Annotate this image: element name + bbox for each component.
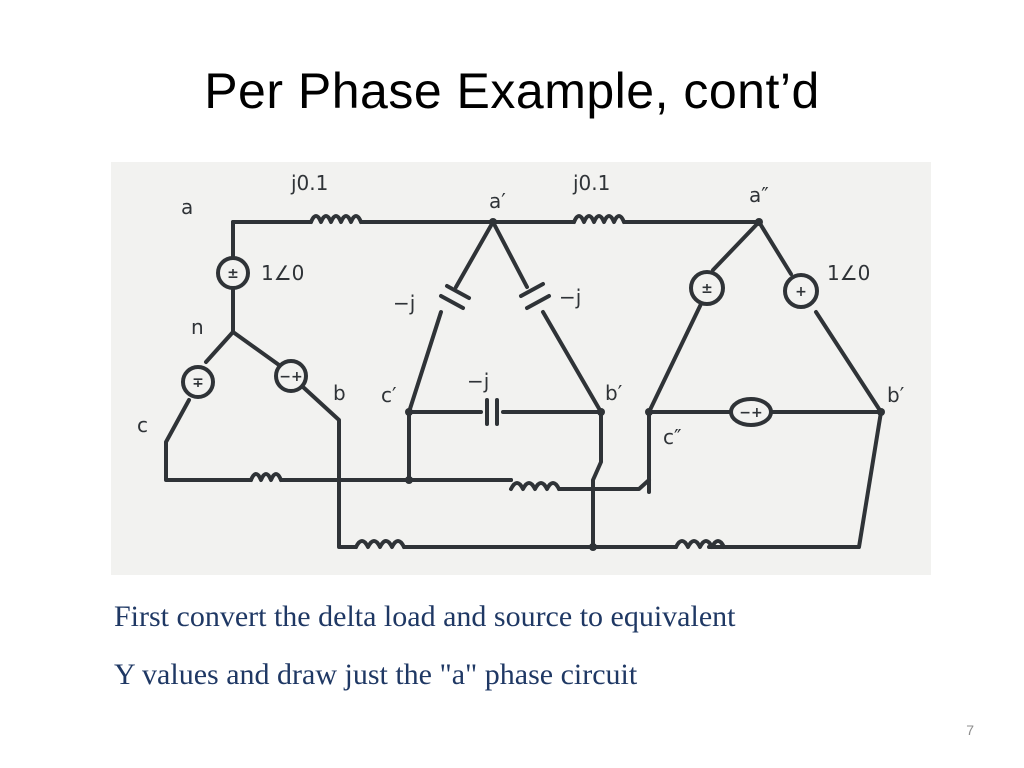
svg-text:−+: −+	[279, 369, 302, 385]
label-a-prime: a′	[489, 189, 506, 213]
source-ca-circle	[729, 397, 773, 427]
wire-b-src-right	[301, 385, 358, 549]
svg-text:±: ±	[227, 266, 239, 282]
label-a: a	[181, 195, 193, 219]
slide-caption: First convert the delta load and source …	[114, 588, 974, 704]
wire-c-src-down	[164, 398, 253, 482]
inductor-mid	[509, 481, 561, 491]
caption-line-2: Y values and draw just the "a" phase cir…	[114, 658, 638, 691]
label-cap-bottom: −j	[467, 369, 489, 393]
source-a-circle	[216, 256, 250, 290]
wire-bdouble-down	[707, 410, 883, 549]
label-c-double: c″	[663, 425, 681, 449]
source-c-circle	[181, 365, 215, 399]
inductor-right	[674, 539, 726, 549]
label-cap-left: −j	[393, 291, 415, 315]
label-b: b	[333, 381, 346, 405]
label-src-left-mag: 1∠0	[261, 261, 304, 285]
wire-mid-right	[557, 478, 651, 491]
caption-line-1: First convert the delta load and source …	[114, 600, 736, 633]
source-b-circle	[274, 359, 308, 393]
cap-bottom-plates	[485, 398, 499, 426]
svg-text:−+: −+	[739, 405, 762, 421]
wire-n-to-b-src	[231, 330, 281, 367]
inductor-line-1	[309, 214, 363, 224]
wire-bprime-down	[591, 410, 603, 549]
label-line-z2: j0.1	[572, 171, 610, 195]
wire-load-right	[491, 220, 529, 289]
svg-text:∓: ∓	[192, 375, 204, 391]
wire-src-right-right2	[814, 310, 883, 414]
inductor-b-source	[354, 539, 406, 549]
slide-title: Per Phase Example, cont’d	[204, 63, 820, 119]
wire-load-left2	[407, 310, 443, 414]
circuit-diagram: ± ∓ −+ ± + −+ a j0.1 a′ j0.1 a″ 1∠0 n b …	[111, 162, 931, 575]
label-src-right-mag: 1∠0	[827, 261, 870, 285]
label-c: c	[137, 413, 148, 437]
cap-left-plates	[439, 284, 471, 310]
wire-load-right2	[541, 310, 603, 414]
label-n: n	[191, 315, 204, 339]
wire-load-left	[454, 220, 495, 289]
cap-right-plates	[519, 282, 551, 310]
label-line-z1: j0.1	[290, 171, 328, 195]
label-a-double: a″	[749, 183, 769, 207]
svg-text:+: +	[795, 284, 807, 300]
source-bc-circle	[783, 273, 819, 309]
label-cap-right: −j	[559, 285, 581, 309]
wire-src-right-right	[757, 220, 793, 276]
inductor-c-source	[249, 472, 283, 482]
wire-src-right-left2	[647, 302, 703, 414]
source-ab-circle	[689, 270, 725, 306]
label-b-prime: b′	[605, 381, 623, 405]
svg-text:±: ±	[701, 281, 713, 297]
wire-n-to-c-src	[204, 330, 235, 364]
label-b-double: b′	[887, 383, 905, 407]
page-number: 7	[966, 722, 974, 738]
wire-src-right-left	[711, 220, 761, 272]
label-c-prime: c′	[381, 383, 397, 407]
inductor-line-2	[572, 214, 626, 224]
